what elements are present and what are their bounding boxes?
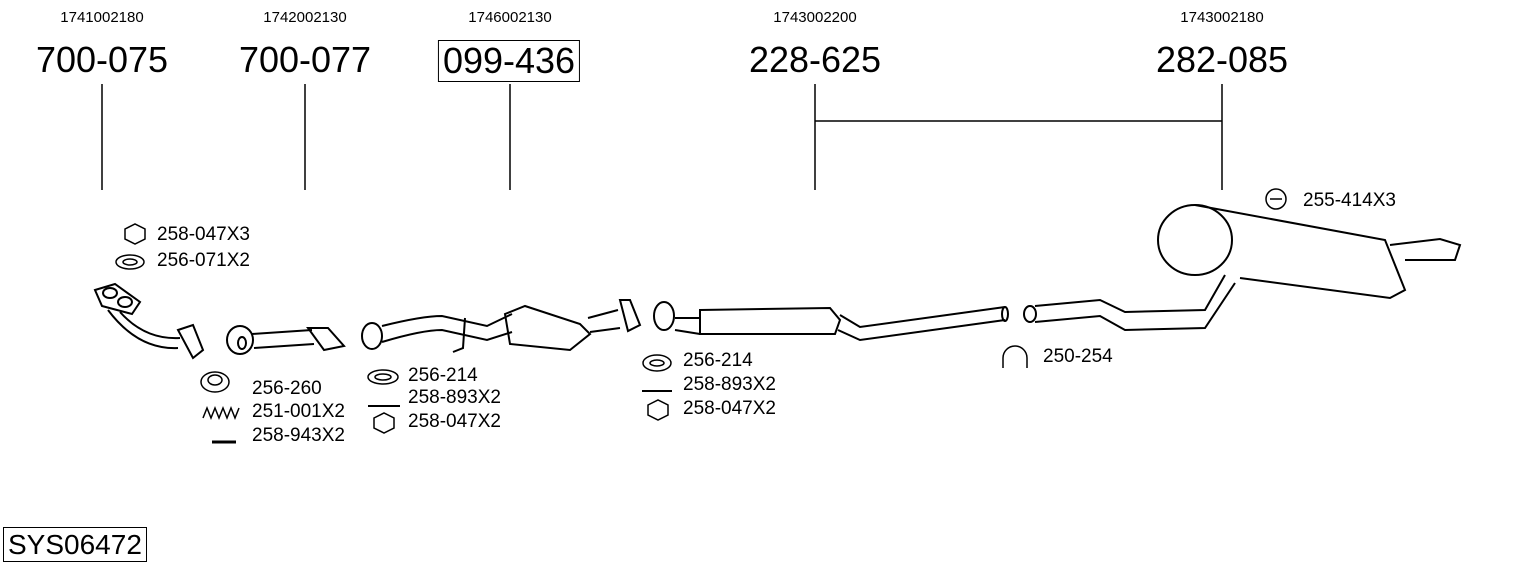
part-code[interactable]: 228-625	[748, 39, 882, 80]
catalytic-converter-099-436	[361, 299, 642, 353]
article-number: 1746002130	[468, 9, 552, 26]
article-number: 1742002130	[263, 9, 347, 26]
part-label[interactable]: 258-047X3	[157, 224, 250, 245]
part-code[interactable]: 700-077	[238, 39, 372, 80]
part-label[interactable]: 256-260	[252, 378, 322, 399]
part-label[interactable]: 258-893X2	[408, 387, 501, 408]
article-number: 1743002180	[1180, 9, 1264, 26]
gasket-ring-icon	[367, 369, 399, 385]
leader-lines	[101, 84, 1223, 190]
gasket-ring-icon	[642, 354, 672, 372]
cone-gasket-icon	[200, 371, 230, 393]
front-pipe-700-075	[93, 282, 205, 360]
system-code: SYS06472	[3, 527, 147, 562]
middle-silencer-228-625	[653, 301, 1009, 342]
nut-icon	[647, 399, 669, 421]
clamp-icon	[1002, 345, 1028, 368]
rubber-hanger-icon	[1265, 188, 1287, 210]
article-number: 1743002200	[773, 9, 857, 26]
part-label[interactable]: 258-047X2	[408, 411, 501, 432]
spring-icon	[202, 405, 240, 421]
nut-icon	[373, 412, 395, 434]
part-label[interactable]: 258-943X2	[252, 425, 345, 446]
nut-icon	[124, 223, 146, 245]
part-label[interactable]: 258-893X2	[683, 374, 776, 395]
part-label[interactable]: 250-254	[1043, 346, 1113, 367]
part-label[interactable]: 255-414X3	[1303, 190, 1396, 211]
part-label[interactable]: 256-214	[683, 350, 753, 371]
article-number: 1741002180	[60, 9, 144, 26]
intermediate-pipe-700-077	[226, 325, 346, 355]
fitting-icons	[115, 188, 1287, 444]
part-label[interactable]: 256-214	[408, 365, 478, 386]
part-label[interactable]: 258-047X2	[683, 398, 776, 419]
part-code[interactable]: 700-075	[35, 39, 169, 80]
rear-silencer-282-085	[1023, 204, 1462, 332]
gasket-ring-icon	[115, 254, 145, 270]
part-label[interactable]: 251-001X2	[252, 401, 345, 422]
part-code[interactable]: 282-085	[1155, 39, 1289, 80]
part-code-highlighted[interactable]: 099-436	[437, 40, 581, 82]
part-label[interactable]: 256-071X2	[157, 250, 250, 271]
